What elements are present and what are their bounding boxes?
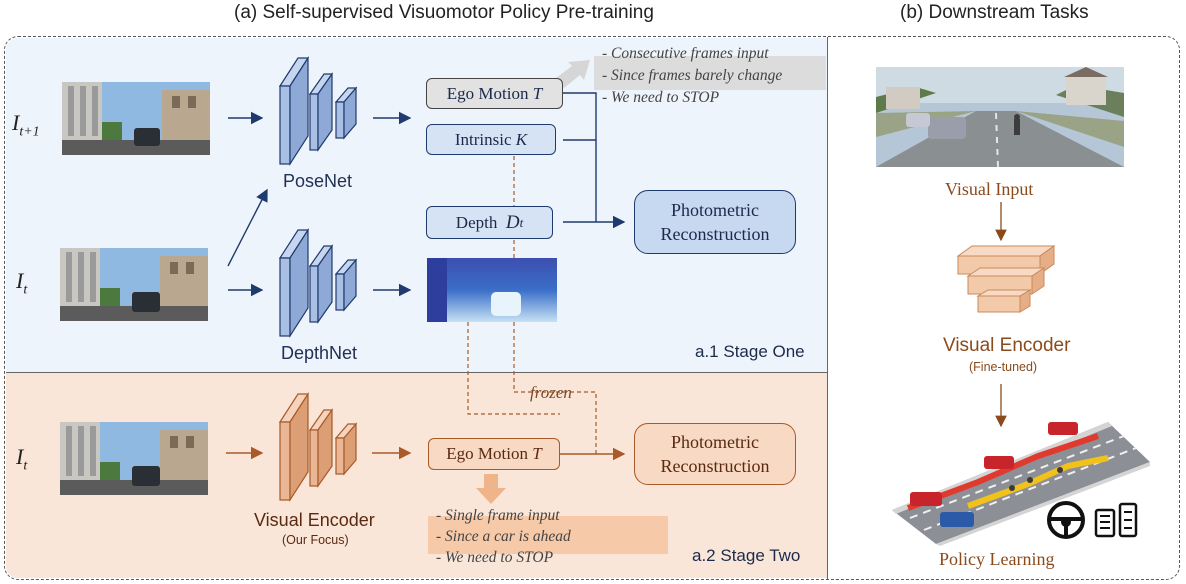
street-image <box>60 248 208 321</box>
road-scene-image <box>892 422 1150 546</box>
stage2-ego-motion-box: Ego Motion T <box>428 438 560 470</box>
panel-divider <box>827 37 828 579</box>
stage-one-label: a.1 Stage One <box>695 342 805 361</box>
frame-next-label: It+1 <box>12 110 40 140</box>
fine-tuned-encoder-label: Visual Encoder <box>943 335 1071 356</box>
depth-map-image <box>427 258 557 322</box>
visual-encoder-icon <box>278 391 358 503</box>
street-image <box>62 82 210 155</box>
arrow-frame-cur-to-posenet <box>227 188 268 267</box>
intrinsic-box: Intrinsic K <box>426 124 556 155</box>
frame-cur-label: It <box>16 268 28 298</box>
left-panel-title: (a) Self-supervised Visuomotor Policy Pr… <box>234 2 654 23</box>
stage2-frame-label: It <box>16 444 28 474</box>
figure-border <box>4 36 1180 580</box>
frozen-label: frozen <box>530 383 572 402</box>
visual-encoder-sublabel: (Our Focus) <box>282 533 349 547</box>
policy-learning-label: Policy Learning <box>939 549 1055 569</box>
depthnet-icon <box>278 227 358 339</box>
stage2-note-2: - Since a car is ahead <box>436 528 571 545</box>
fine-tuned-encoder-icon <box>956 245 1056 313</box>
stage-divider <box>6 372 828 373</box>
stage2-note-3: - We need to STOP <box>436 549 554 566</box>
stage1-note-2: - Since frames barely change <box>602 67 783 84</box>
stage1-notes-highlight <box>594 56 826 90</box>
stage2-notes-highlight <box>428 516 668 554</box>
visual-input-label: Visual Input <box>945 179 1034 199</box>
pedals-icon <box>1094 502 1138 538</box>
steering-wheel-icon <box>1047 501 1085 539</box>
depthnet-label: DepthNet <box>281 343 358 363</box>
stage2-note-1: - Single frame input <box>436 507 560 524</box>
visual-encoder-label: Visual Encoder <box>254 510 375 530</box>
posenet-label: PoseNet <box>283 171 353 191</box>
street-image <box>60 422 208 495</box>
stage1-note-3: - We need to STOP <box>602 89 720 106</box>
right-panel-title: (b) Downstream Tasks <box>900 2 1089 23</box>
stage1-note-1: - Consecutive frames input <box>602 45 769 62</box>
fine-tuned-encoder-sublabel: (Fine-tuned) <box>969 360 1038 374</box>
stage-two-label: a.2 Stage Two <box>692 546 801 565</box>
ego-motion-box: Ego Motion T <box>426 78 563 109</box>
posenet-icon <box>278 55 358 167</box>
driving-sim-image <box>876 67 1124 167</box>
